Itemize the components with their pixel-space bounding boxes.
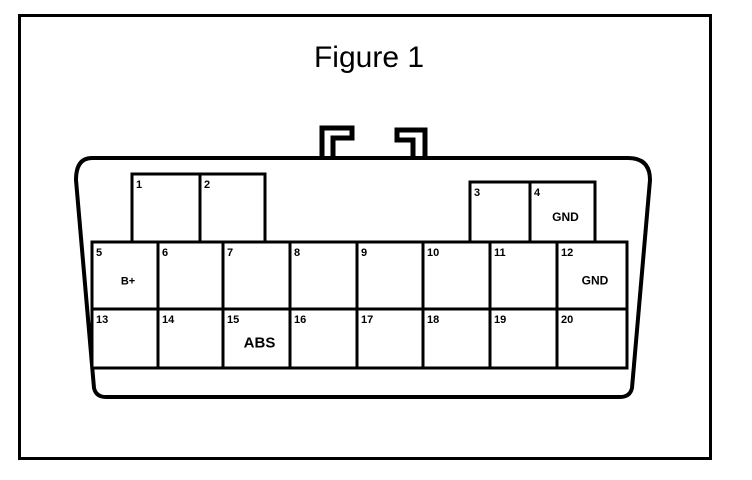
pin-box — [421, 307, 492, 370]
pin-cell-7: 7 — [221, 240, 292, 311]
pin-label: GND — [582, 274, 609, 288]
pin-box — [130, 172, 202, 244]
pin-number: 18 — [427, 314, 439, 326]
pin-box — [421, 240, 492, 311]
pin-box — [355, 307, 425, 370]
pin-cell-13: 13 — [90, 307, 160, 370]
locking-tab-right — [394, 127, 428, 158]
pin-cell-6: 6 — [156, 240, 225, 311]
pin-box — [156, 240, 225, 311]
pin-number: 13 — [96, 314, 108, 326]
pin-label: B+ — [121, 276, 135, 288]
pin-box — [198, 172, 267, 244]
pin-cell-16: 16 — [288, 307, 359, 370]
pin-number: 15 — [227, 314, 239, 326]
pin-number: 14 — [162, 314, 175, 326]
pin-box — [221, 240, 292, 311]
pin-number: 19 — [494, 314, 506, 326]
figure-title: Figure 1 — [313, 41, 425, 74]
pin-box — [488, 307, 559, 370]
pin-number: 7 — [227, 247, 233, 259]
pin-label: GND — [552, 210, 579, 224]
pin-cell-5: 5B+ — [90, 240, 160, 311]
pin-number: 1 — [136, 179, 142, 191]
pin-box — [288, 240, 359, 311]
pin-number: 17 — [361, 314, 373, 326]
pin-number: 8 — [294, 247, 300, 259]
pin-box — [555, 307, 629, 370]
pin-cell-8: 8 — [288, 240, 359, 311]
pin-number: 10 — [427, 247, 439, 259]
pin-box — [90, 240, 160, 311]
locking-tab-left — [319, 125, 355, 158]
pin-number: 3 — [474, 187, 480, 199]
pin-cell-3: 3 — [468, 180, 532, 244]
pin-cell-19: 19 — [488, 307, 559, 370]
pin-number: 9 — [361, 247, 367, 259]
pin-cell-20: 20 — [555, 307, 629, 370]
pin-cell-9: 9 — [355, 240, 425, 311]
pin-box — [488, 240, 559, 311]
pin-number: 4 — [534, 187, 541, 199]
pin-cell-11: 11 — [488, 240, 559, 311]
pin-number: 6 — [162, 247, 168, 259]
pin-label: ABS — [244, 335, 276, 352]
pin-cell-14: 14 — [156, 307, 225, 370]
pin-cell-10: 10 — [421, 240, 492, 311]
pin-cell-2: 2 — [198, 172, 267, 244]
pin-box — [288, 307, 359, 370]
pin-cell-18: 18 — [421, 307, 492, 370]
pin-number: 20 — [561, 314, 573, 326]
pin-number: 5 — [96, 247, 102, 259]
pin-cell-1: 1 — [130, 172, 202, 244]
pin-number: 11 — [494, 247, 506, 259]
pin-box — [221, 307, 292, 370]
pin-number: 12 — [561, 247, 573, 259]
pin-box — [468, 180, 532, 244]
pin-number: 16 — [294, 314, 306, 326]
pin-cell-17: 17 — [355, 307, 425, 370]
pin-number: 2 — [204, 179, 210, 191]
